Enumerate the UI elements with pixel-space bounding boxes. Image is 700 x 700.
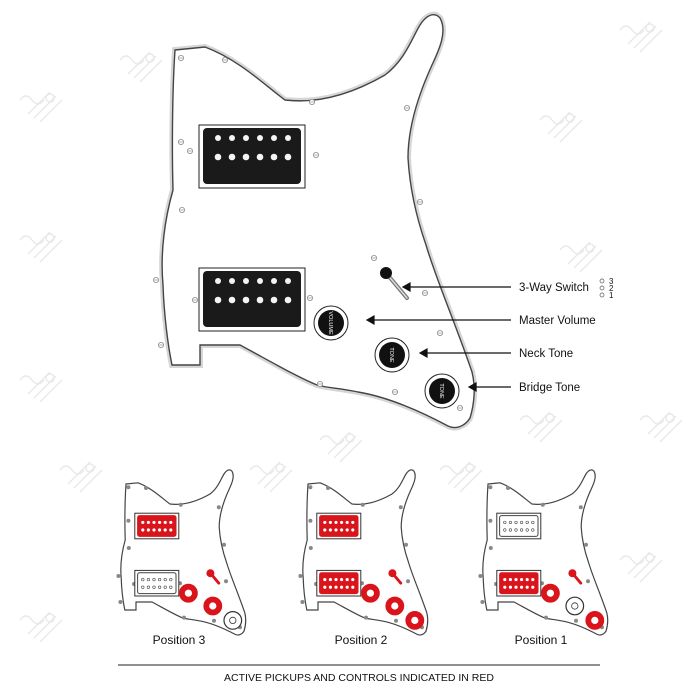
- footer-note: ACTIVE PICKUPS AND CONTROLS INDICATED IN…: [224, 672, 494, 684]
- screw-dot: [308, 485, 313, 490]
- mini-bridge-tone-knob: [223, 611, 243, 630]
- master-volume-label: Master Volume: [519, 315, 596, 327]
- screw-dot: [126, 485, 131, 490]
- position-diagrams: [116, 469, 609, 636]
- screw-dot: [398, 505, 403, 510]
- mini-volume-knob: [541, 583, 560, 603]
- switch-position-1: 1: [609, 291, 614, 300]
- screw-dot: [394, 618, 398, 623]
- mini-neck-tone-knob: [203, 596, 223, 616]
- screw-dot: [126, 518, 131, 523]
- neck-tone-knob: TONE: [374, 337, 410, 373]
- mini-switch: [388, 569, 403, 585]
- screw-dot: [116, 574, 121, 578]
- screw-dot: [360, 502, 365, 507]
- screw-dot: [404, 542, 408, 547]
- screw-dot: [574, 618, 578, 623]
- switch-position-2: 2: [609, 284, 614, 293]
- position-1-caption: Position 1: [515, 633, 568, 647]
- screw-dot: [144, 486, 148, 490]
- position-3-caption: Position 3: [153, 633, 206, 647]
- bridge-humbucker-pickup: [198, 267, 306, 332]
- position-1-pickguard: [478, 469, 609, 636]
- screw-dot: [540, 502, 545, 507]
- mini-volume-knob: [361, 583, 380, 603]
- neck-humbucker-pickup: [198, 124, 306, 189]
- screw-dot: [182, 615, 186, 620]
- screw-dot: [126, 546, 131, 550]
- screw-dot: [178, 502, 183, 507]
- switch-position-legend: 3 2 1: [599, 277, 614, 300]
- neck-tone-label: Neck Tone: [519, 348, 573, 360]
- position-3-pickguard: [116, 469, 247, 636]
- bridge-tone-knob-text: TONE: [438, 383, 444, 399]
- screw-dot: [586, 579, 590, 584]
- screw-dot: [578, 505, 583, 510]
- mini-neck-tone-knob: [565, 596, 585, 616]
- mini-bridge-tone-knob: [585, 611, 605, 630]
- screw-dot: [488, 485, 493, 490]
- three-way-switch: [380, 267, 409, 300]
- screw-dot: [488, 546, 493, 550]
- screw-dot: [488, 518, 493, 523]
- screw-dot: [326, 486, 330, 490]
- mini-volume-knob: [179, 583, 198, 603]
- screw-dot: [224, 579, 228, 584]
- screw-dot: [478, 574, 483, 578]
- screw-dot: [308, 546, 313, 550]
- screw-dot: [300, 600, 305, 604]
- mini-switch: [206, 569, 221, 585]
- switch-label: 3-Way Switch: [519, 282, 589, 294]
- screw-dot: [308, 518, 313, 523]
- screw-dot: [506, 486, 510, 490]
- mini-bridge-tone-knob: [405, 611, 425, 630]
- mini-neck-tone-knob: [385, 596, 405, 616]
- screw-dot: [406, 579, 410, 584]
- position-2-pickguard: [298, 469, 429, 636]
- position-2-caption: Position 2: [335, 633, 388, 647]
- master-volume-knob: VOLUME: [313, 305, 349, 341]
- mini-bridge-pickup: [134, 569, 180, 597]
- mini-neck-pickup: [496, 512, 542, 540]
- screw-dot: [364, 615, 368, 620]
- screw-dot: [222, 542, 226, 547]
- screw-dot: [298, 574, 303, 578]
- neck-tone-knob-text: TONE: [388, 347, 394, 363]
- callout-arrows: [365, 281, 511, 393]
- bridge-tone-knob: TONE: [424, 373, 460, 409]
- bridge-tone-label: Bridge Tone: [519, 382, 580, 394]
- mini-neck-pickup: [316, 512, 362, 540]
- screw-dot: [544, 615, 548, 620]
- volume-knob-text: VOLUME: [327, 311, 333, 335]
- screw-dot: [584, 542, 588, 547]
- mini-bridge-pickup: [316, 569, 362, 597]
- screw-dot: [118, 600, 123, 604]
- mini-switch: [568, 569, 583, 585]
- mini-neck-pickup: [134, 512, 180, 540]
- main-pickguard: [162, 15, 474, 428]
- screw-dot: [480, 600, 485, 604]
- mini-bridge-pickup: [496, 569, 542, 597]
- switch-position-3: 3: [609, 277, 614, 286]
- screw-dot: [216, 505, 221, 510]
- screw-dot: [212, 618, 216, 623]
